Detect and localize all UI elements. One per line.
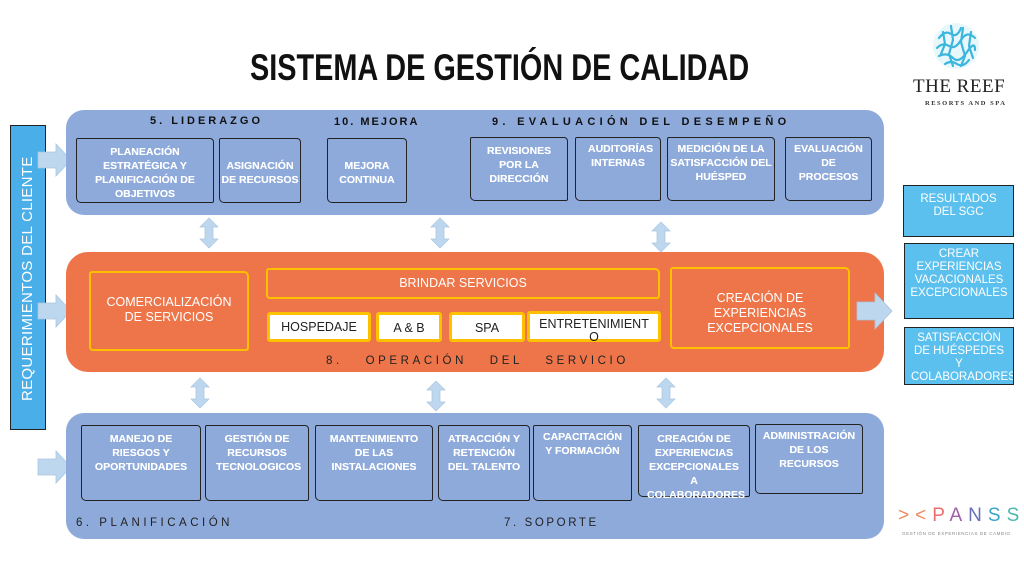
xpanss-tagline: GESTIÓN DE EXPERIENCIAS DE CAMBIO (902, 531, 1011, 536)
process-box: AUDITORÍAS INTERNAS (575, 137, 661, 201)
coral-emblem-icon (933, 23, 979, 69)
double-arrow-icon (430, 217, 450, 249)
double-arrow-icon (426, 380, 446, 412)
page-title: SISTEMA DE GESTIÓN DE CALIDAD (250, 47, 750, 88)
xpanss-x-icon: >< (898, 505, 933, 526)
input-arrow-top (37, 142, 72, 178)
process-box: MEDICIÓN DE LA SATISFACCIÓN DEL HUÉSPED (667, 137, 775, 201)
double-arrow-icon (199, 217, 219, 249)
input-arrow-bottom (37, 449, 72, 485)
client-requirements-bar: REQUERIMIENTOS DEL CLIENTE (10, 125, 46, 430)
reef-logo-name: THE REEF (913, 76, 1006, 97)
service-box-spa: SPA (449, 312, 525, 342)
top-band (66, 110, 884, 215)
process-box: GESTIÓN DE RECURSOS TECNOLOGICOS (205, 425, 309, 501)
creacion-experiencias-box: CREACIÓN DE EXPERIENCIAS EXCEPCIONALES (670, 267, 850, 349)
process-box: REVISIONES POR LA DIRECCIÓN (470, 137, 568, 201)
xpanss-letter: S (1006, 505, 1024, 526)
section-label-mejora: 10. MEJORA (334, 116, 420, 128)
service-box-entretenimiento: ENTRETENIMIENTO (527, 311, 661, 344)
xpanss-logo: ><PANSS GESTIÓN DE EXPERIENCIAS DE CAMBI… (898, 505, 1023, 545)
section-label-evaluacion: 9. EVALUACIÓN DEL DESEMPEÑO (492, 116, 791, 128)
service-box-ayb: A & B (376, 312, 442, 342)
xpanss-letter: P (932, 505, 950, 526)
brindar-servicios-header: BRINDAR SERVICIOS (266, 268, 660, 299)
output-box-resultados: RESULTADOS DEL SGC (903, 185, 1014, 237)
comercializacion-box: COMERCIALIZACIÓN DE SERVICIOS (89, 271, 249, 351)
double-arrow-icon (651, 221, 671, 253)
process-box: ATRACCIÓN Y RETENCIÓN DEL TALENTO (438, 425, 530, 501)
output-box-experiencias: CREAR EXPERIENCIAS VACACIONALES EXCEPCIO… (904, 243, 1014, 319)
double-arrow-icon (656, 377, 676, 409)
input-arrow-middle (37, 293, 72, 329)
process-box: ADMINISTRACIÓN DE LOS RECURSOS (755, 424, 863, 494)
section-label-liderazgo: 5. LIDERAZGO (150, 115, 264, 127)
xpanss-letter: S (987, 505, 1007, 526)
section-label-operacion: 8. OPERACIÓN DEL SERVICIO (326, 355, 629, 367)
section-label-soporte: 7. SOPORTE (504, 517, 599, 529)
xpanss-letter: N (968, 505, 988, 526)
double-arrow-icon (190, 377, 210, 409)
process-box: CREACIÓN DE EXPERIENCIAS EXCEPCIONALES A… (638, 425, 750, 501)
the-reef-logo: THE REEF RESORTS AND SPA (905, 8, 1015, 108)
output-box-satisfaccion: SATISFACCIÓN DE HUÉSPEDES Y COLABORADORE… (904, 327, 1014, 385)
process-box: ASIGNACIÓN DE RECURSOS (219, 138, 301, 203)
client-requirements-label: REQUERIMIENTOS DEL CLIENTE (19, 156, 36, 401)
process-box: MEJORA CONTINUA (327, 138, 407, 203)
xpanss-wordmark: ><PANSS (898, 505, 1024, 527)
process-box: MANTENIMIENTO DE LAS INSTALACIONES (315, 425, 433, 501)
process-box: EVALUACIÓN DE PROCESOS (785, 137, 872, 201)
xpanss-letter: A (949, 505, 969, 526)
process-box: MANEJO DE RIESGOS Y OPORTUNIDADES (81, 425, 201, 501)
service-box-hospedaje: HOSPEDAJE (267, 312, 371, 342)
bottom-band (66, 413, 884, 539)
reef-logo-subtitle: RESORTS AND SPA (925, 100, 1007, 107)
output-arrow (856, 291, 893, 331)
process-box: PLANEACIÓN ESTRATÉGICA Y PLANIFICACIÓN D… (76, 138, 214, 203)
section-label-planificacion: 6. PLANIFICACIÓN (76, 517, 233, 529)
process-box: CAPACITACIÓN Y FORMACIÓN (533, 425, 632, 501)
